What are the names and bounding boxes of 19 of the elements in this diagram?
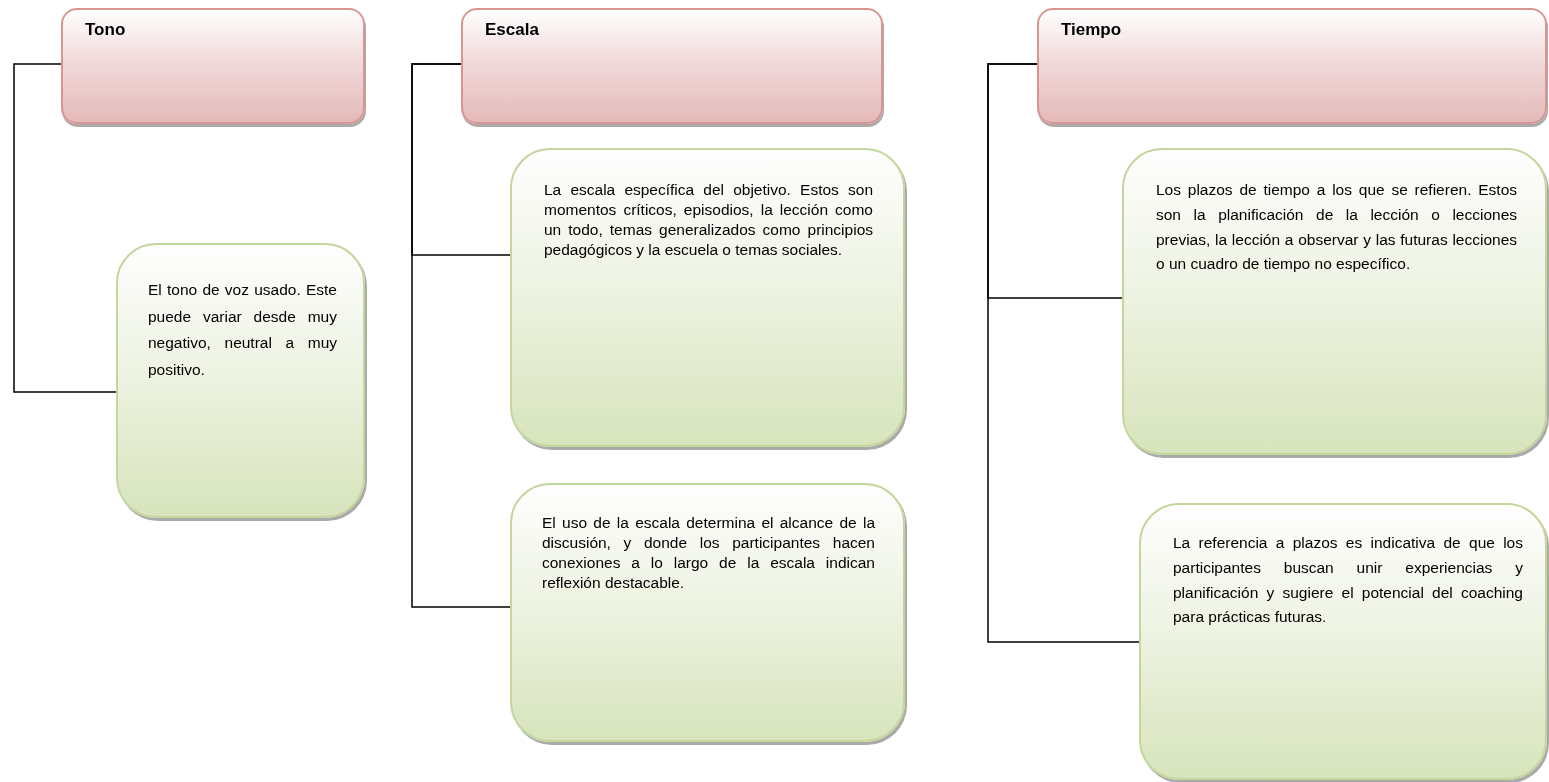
category-title: Tiempo	[1061, 20, 1123, 40]
connector-line	[987, 63, 1140, 643]
description-box	[510, 148, 905, 447]
category-header-box	[61, 8, 365, 124]
description-box	[116, 243, 365, 518]
description-box	[1139, 503, 1547, 780]
connector-line	[13, 63, 117, 393]
description-text: El tono de voz usado. Este puede variar desde muy negativo, neutral a muy positivo.	[148, 280, 337, 380]
description-box	[1122, 148, 1547, 455]
connector-line	[411, 63, 511, 608]
description-text: Los plazos de tiempo a los que se refieren. Estos son la planificación de la lección o lecciones previas, la lección a observar y las futuras lecciones o un cuadro de tiempo no específico.	[1156, 180, 1517, 275]
category-header-box	[461, 8, 883, 124]
category-header-box	[1037, 8, 1547, 124]
description-text: La referencia a plazos es indicativa de que los participantes buscan unir experiencias y planificación y sugiere el potencial del coaching para prácticas futuras.	[1173, 533, 1523, 628]
category-title: Escala	[485, 20, 540, 40]
description-text: El uso de la escala determina el alcance de la discusión, y donde los participantes hacen conexiones a lo largo de la escala indican reflexión destacable.	[542, 513, 875, 594]
category-title: Tono	[85, 20, 127, 40]
description-text: La escala específica del objetivo. Estos son momentos críticos, episodios, la lección como un todo, temas generalizados como principios pedagógicos y la escuela o temas sociales.	[544, 180, 873, 261]
description-box	[510, 483, 905, 742]
